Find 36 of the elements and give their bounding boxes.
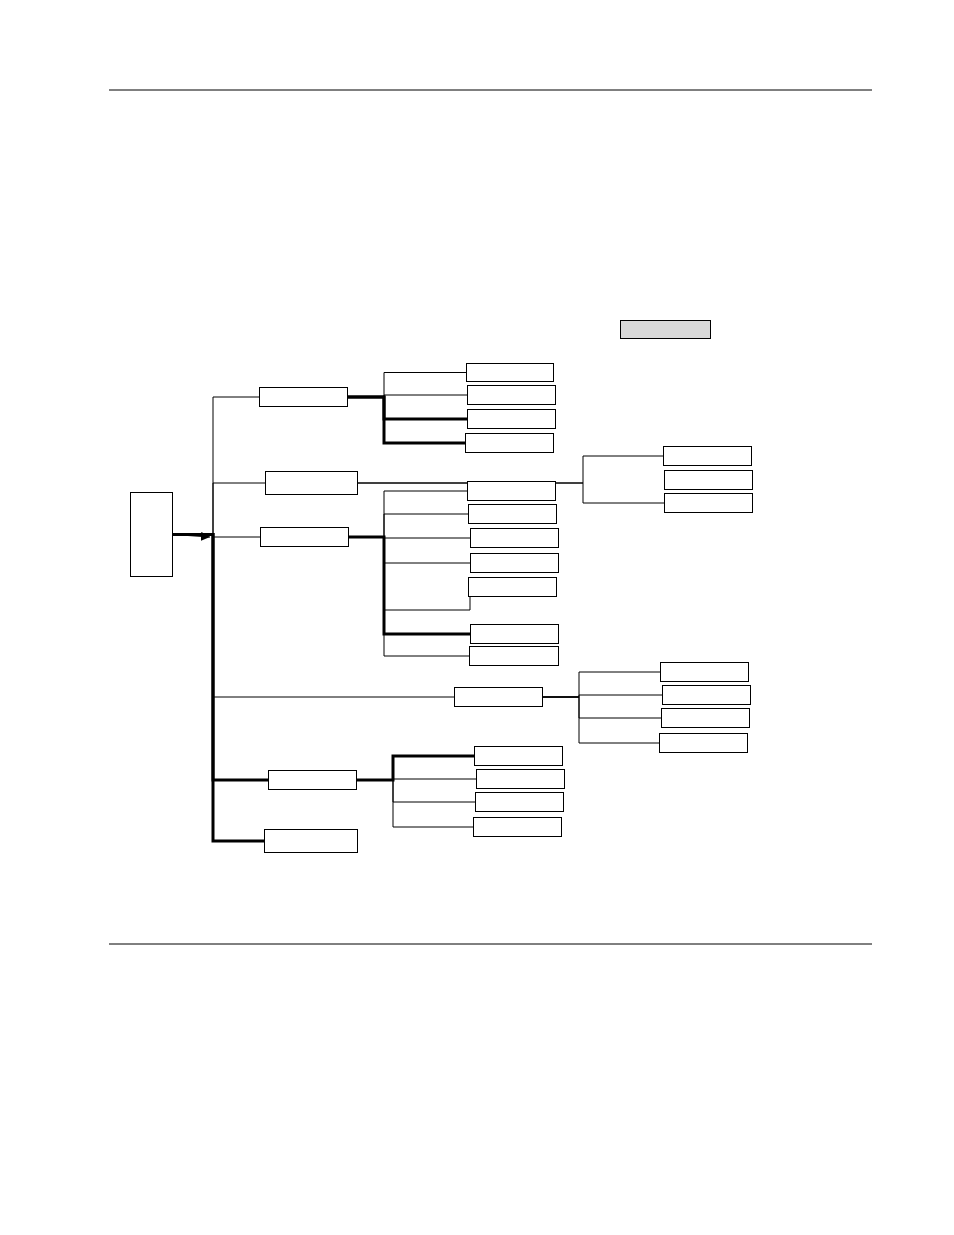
empty-box <box>470 528 559 548</box>
empty-box <box>659 733 748 753</box>
empty-box <box>470 624 559 644</box>
empty-box <box>663 446 752 466</box>
empty-box <box>465 433 554 453</box>
empty-box <box>476 769 565 789</box>
empty-box <box>469 646 559 666</box>
empty-box <box>264 829 358 853</box>
empty-box <box>468 577 557 597</box>
connector-line <box>348 395 465 445</box>
connector-line <box>349 535 470 636</box>
connector-line <box>542 696 660 744</box>
connector-line <box>348 536 470 657</box>
connector-line <box>173 533 264 843</box>
empty-box <box>454 687 543 707</box>
empty-box <box>470 553 559 573</box>
empty-box <box>268 770 357 790</box>
empty-box <box>473 817 562 837</box>
empty-box <box>474 746 563 766</box>
empty-box <box>467 409 556 429</box>
empty-box <box>466 363 554 382</box>
empty-box <box>467 385 556 405</box>
empty-box <box>662 685 751 705</box>
empty-box <box>259 387 348 407</box>
empty-box <box>265 471 358 495</box>
empty-box <box>664 493 753 513</box>
empty-box <box>661 708 750 728</box>
empty-box <box>467 481 556 501</box>
empty-box <box>130 492 173 577</box>
empty-box <box>468 504 557 524</box>
connector-line <box>357 754 474 782</box>
empty-box <box>475 792 564 812</box>
empty-box <box>664 470 753 490</box>
empty-box <box>660 662 749 682</box>
shaded-box <box>620 320 711 339</box>
empty-box <box>260 527 349 547</box>
